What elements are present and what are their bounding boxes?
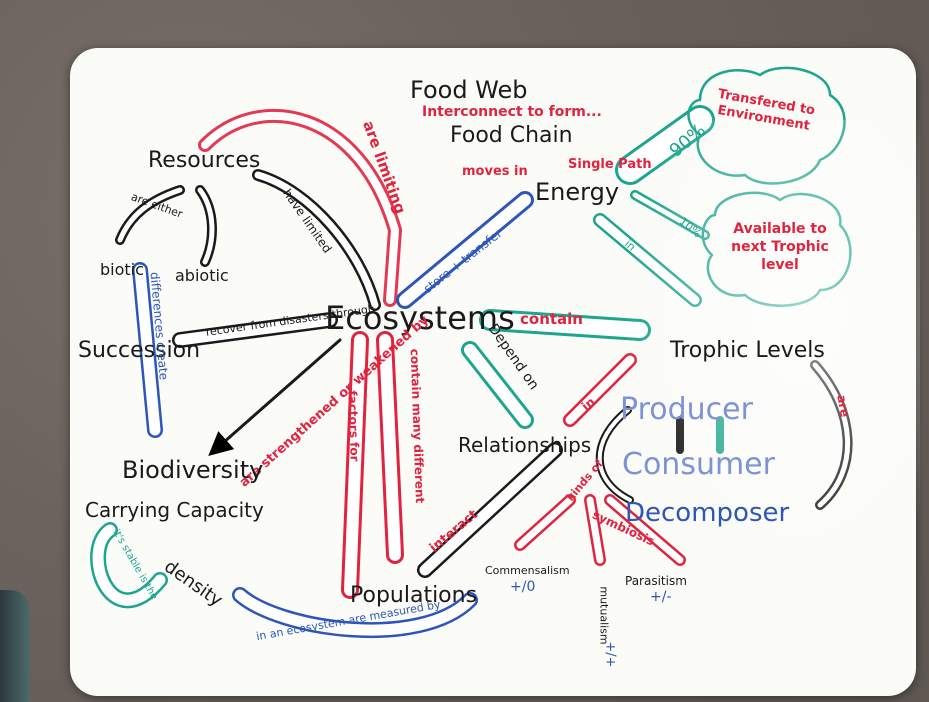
are-label: are: [834, 393, 852, 419]
consumer-label: Consumer: [622, 447, 775, 482]
mutualism-label: mutualism: [597, 586, 611, 645]
single-path-label: Single Path: [568, 157, 652, 172]
decomposer-label: Decomposer: [625, 498, 790, 528]
moves-in-label: moves in: [462, 164, 528, 179]
food-chain-label: Food Chain: [450, 123, 573, 148]
abiotic-label: abiotic: [175, 266, 229, 285]
contain-label: contain: [520, 310, 583, 328]
mutualism-sign: +/+: [602, 641, 618, 668]
biotic-label: biotic: [100, 260, 144, 279]
carrying-capacity-label: Carrying Capacity: [85, 498, 264, 522]
commensalism-sign: +/0: [510, 579, 536, 595]
biodiversity-label: Biodiversity: [122, 456, 264, 484]
commensalism-label: Commensalism: [485, 564, 570, 577]
factors-for-label: factors for: [345, 390, 362, 462]
succession-label: Succession: [78, 338, 201, 363]
parasitism-sign: +/-: [650, 589, 672, 605]
parasitism-label: Parasitism: [625, 574, 687, 588]
relationships-label: Relationships: [458, 433, 592, 457]
producer-label: Producer: [620, 392, 753, 427]
energy-label: Energy: [535, 178, 620, 206]
strengthened-arrow: [208, 338, 342, 456]
ecosystems-center: Ecosystems: [325, 299, 515, 337]
interconnect-label: Interconnect to form...: [422, 104, 602, 120]
populations-label: Populations: [350, 583, 478, 608]
food-web-label: Food Web: [410, 76, 528, 104]
available-label: Available to next Trophic level: [731, 221, 829, 274]
trophic-levels-label: Trophic Levels: [670, 338, 825, 363]
shoe: [0, 590, 30, 702]
resources-label: Resources: [148, 148, 261, 173]
